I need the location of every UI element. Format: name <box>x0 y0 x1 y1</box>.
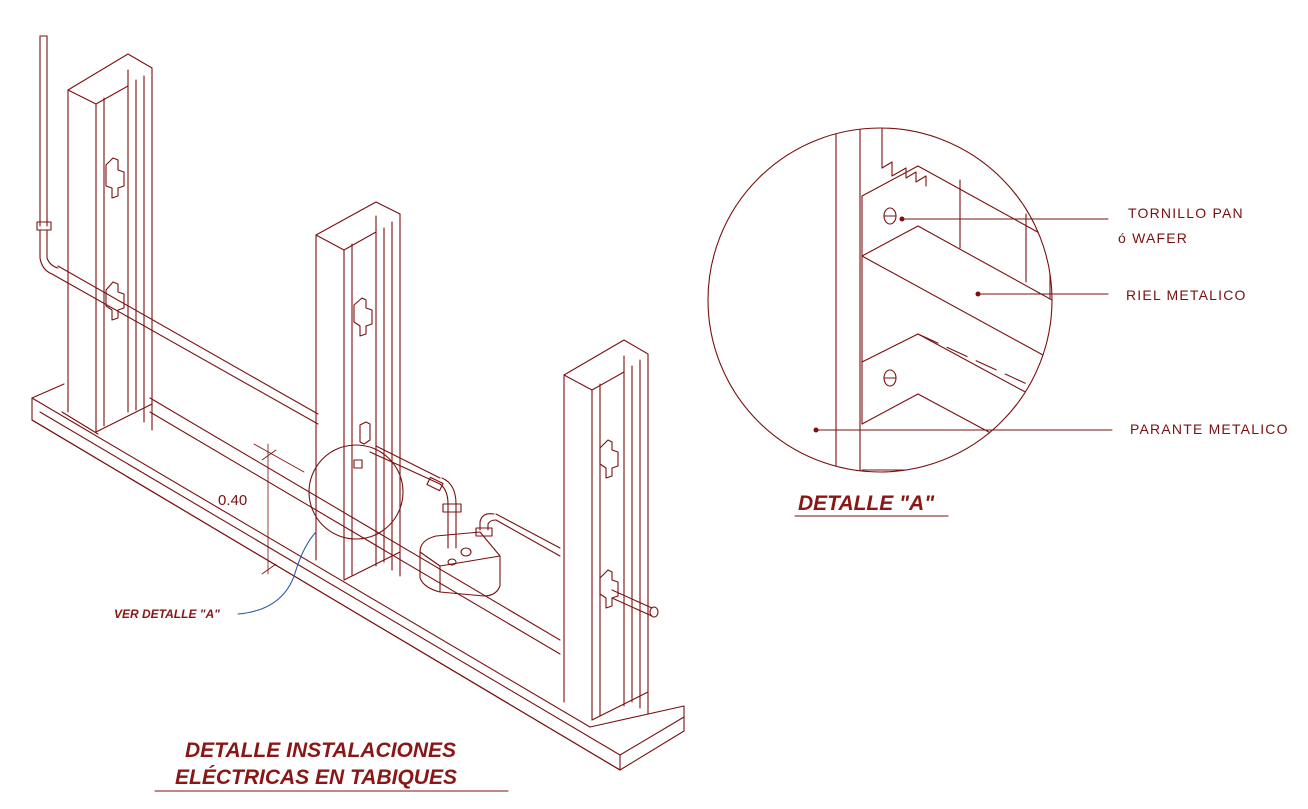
stud-left <box>67 53 153 433</box>
junction-box <box>419 531 501 597</box>
leader-stud <box>813 427 1113 433</box>
bottom-track <box>31 383 685 771</box>
screw-marker <box>353 459 363 469</box>
label-screw-line1: TORNILLO PAN <box>1128 205 1244 221</box>
conduit-right <box>369 445 659 618</box>
detail-a-contents <box>835 128 1052 472</box>
callout-leader-curve <box>237 531 317 615</box>
detail-reference-label: VER DETALLE "A" <box>114 607 220 621</box>
main-title-line2: ELÉCTRICAS EN TABIQUES <box>175 766 457 789</box>
label-screw-line2: ó WAFER <box>1118 230 1188 246</box>
detail-a-title: DETALLE "A" <box>798 492 935 515</box>
label-stud: PARANTE METALICO <box>1130 421 1289 437</box>
dimension-value: 0.40 <box>218 492 247 509</box>
screw-top <box>883 207 897 225</box>
detail-a-circle <box>707 127 1053 473</box>
conduit-left <box>36 35 319 425</box>
dimension-line <box>253 443 305 575</box>
detail-callout-circle <box>308 444 404 540</box>
leader-rail <box>975 291 1109 297</box>
label-rail: RIEL METALICO <box>1126 287 1247 303</box>
stud-right <box>563 339 649 721</box>
screw-bottom <box>883 369 897 387</box>
leader-screw <box>899 216 1109 222</box>
main-title-line1: DETALLE INSTALACIONES <box>185 739 456 762</box>
stud-middle <box>315 201 401 581</box>
